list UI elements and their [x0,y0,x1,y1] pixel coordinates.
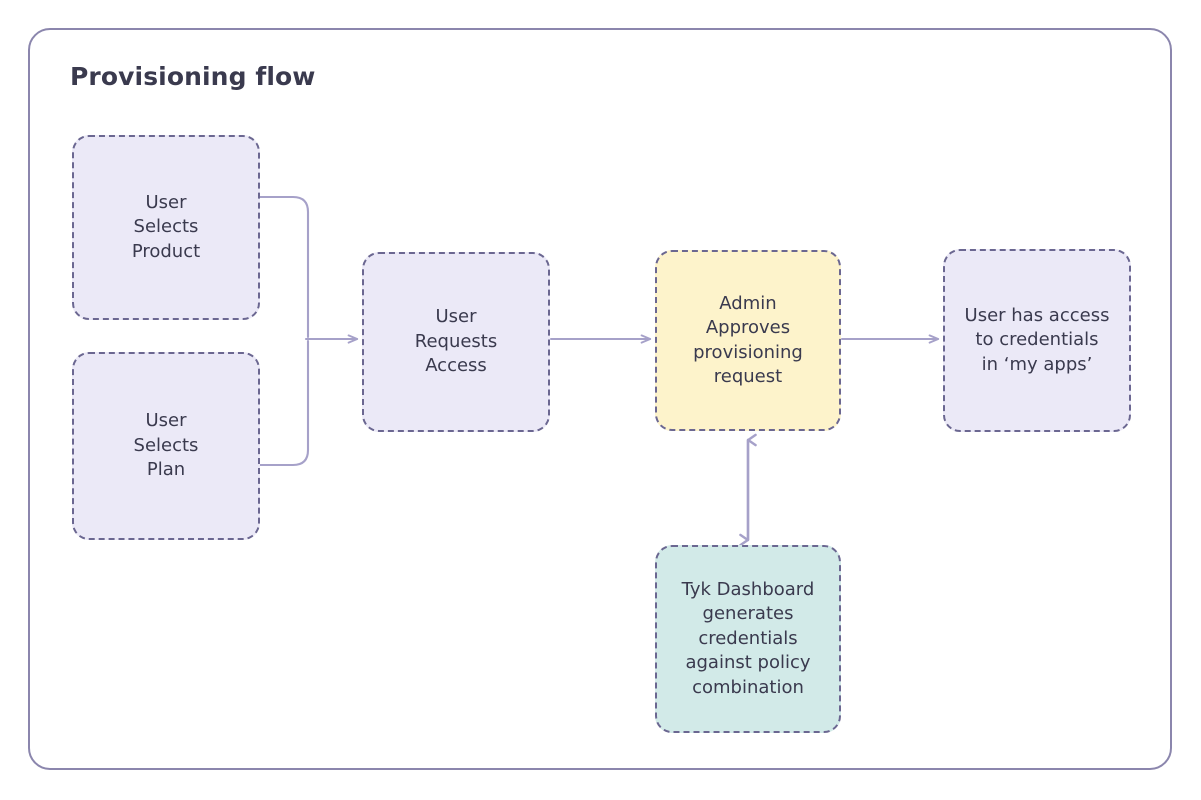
node-tyk-dashboard[interactable]: Tyk Dashboard generates credentials agai… [655,545,841,733]
node-label: Tyk Dashboard generates credentials agai… [681,578,815,698]
node-user-requests-access[interactable]: User Requests Access [362,252,550,432]
node-label: User Selects Product [131,191,201,262]
node-label: User Selects Plan [133,410,199,481]
node-admin-approves[interactable]: Admin Approves provisioning request [655,250,841,431]
node-user-selects-plan[interactable]: User Selects Plan [72,352,260,540]
node-label: Admin Approves provisioning request [693,292,803,387]
node-label: User has access to credentials in ‘my ap… [964,304,1110,375]
node-label: User Requests Access [414,306,498,377]
page-title: Provisioning flow [70,62,316,91]
node-user-has-access[interactable]: User has access to credentials in ‘my ap… [943,249,1131,432]
node-user-selects-product[interactable]: User Selects Product [72,135,260,320]
